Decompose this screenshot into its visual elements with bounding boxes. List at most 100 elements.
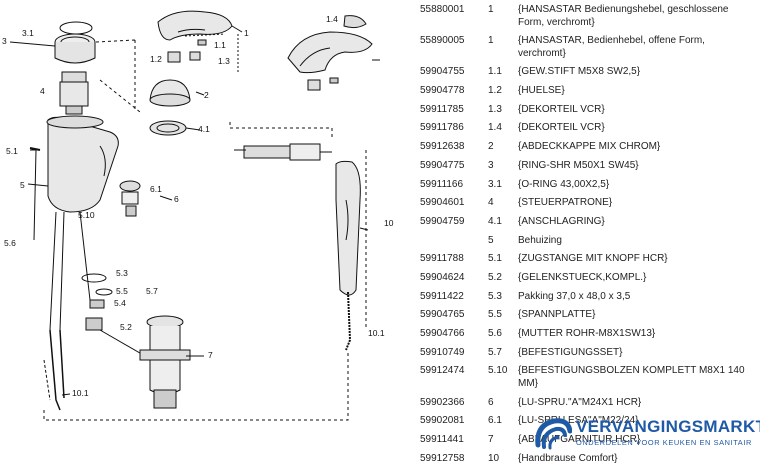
callout-5-5: 5.5 [116,286,128,296]
part-description: {GEW.STIFT M5X8 SW2,5} [518,66,641,78]
callout-10: 10 [384,218,394,228]
callout-2: 2 [204,90,209,100]
exploded-parts-diagram: 3.1 3 1.4 1 1.1 1.2 1.3 4 2 4.1 5.1 5 6.… [2,10,394,421]
lever-closed-shape [157,10,233,41]
brand-logo-block: VERVANGINGSMARKT ONDERDELEN VOOR KEUKEN … [532,415,760,453]
parts-row: 55890005 1 {HANSASTAR, Bedienhebel, offene… [420,35,760,60]
callout-1-1: 1.1 [214,40,226,50]
position-number: 4.1 [488,215,502,227]
callout-1-3: 1.3 [218,56,230,66]
part-number: 59904775 [420,159,465,171]
position-number: 1 [488,35,494,47]
callout-5: 5 [20,180,25,190]
callout-1-4: 1.4 [326,14,338,24]
part-description: {ANSCHLAGRING} [518,215,605,227]
callout-6: 6 [174,194,179,204]
position-number: 4 [488,197,494,209]
brand-tagline: ONDERDELEN VOOR KEUKEN EN SANITAIR [576,438,752,447]
parts-row: 59911422 5.3 Pakking 37,0 x 48,0 x 3,5 [420,291,760,304]
position-number: 1.2 [488,85,502,97]
callout-4-1: 4.1 [198,124,210,134]
parts-row: 59904759 4.1 {ANSCHLAGRING} [420,216,760,229]
position-number: 5.1 [488,253,502,265]
part-description: {DEKORTEIL VCR} [518,122,605,134]
part-description: {HANSASTAR, Bedienhebel, offene Form, ve… [518,35,705,59]
position-number: 5.5 [488,309,502,321]
position-number: 1.1 [488,66,502,78]
part-description: {ABLAUFGARNITUR HCR} [518,433,641,445]
position-number: 5.2 [488,271,502,283]
part-number: 59911785 [420,103,464,115]
part-number: 59904624 [420,271,465,283]
parts-row: 55880001 1 {HANSASTAR Bedienungshebel, ges… [420,4,760,29]
part-description: {LU-SPRU."A"M24X1 HCR} [518,396,642,408]
callout-5-3: 5.3 [116,268,128,278]
part-number: 59904601 [420,197,465,209]
brand-name: VERVANGINGSMARKT [576,417,760,436]
part-description: {BEFESTIGUNGSSET} [518,346,623,358]
callout-3: 3 [2,36,7,46]
part-description: {O-RING 43,00X2,5} [518,178,610,190]
part-number [420,235,488,248]
lever-open-shape [287,31,373,74]
part-number: 59912474 [420,365,465,377]
part-number: 59902081 [420,415,465,427]
position-number: 6 [488,396,494,408]
part-number: 59904759 [420,215,465,227]
position-number: 1 [488,4,494,15]
parts-row: 59902081 6.1 {LU-SPRU.ESA"A"M22/24} [420,415,760,428]
part-description: {DEKORTEIL VCR} [518,103,605,115]
part-number: 55880001 [420,4,465,15]
position-number: 6.1 [488,415,502,427]
part-description: {GELENKSTUECK,KOMPL.} [518,271,647,283]
parts-row: 5 Behuizing [420,235,760,248]
position-number: 1.4 [488,122,502,134]
position-number: 3.1 [488,178,502,190]
callout-10-1-hose: 10.1 [72,388,89,398]
position-number: 5.6 [488,328,502,339]
position-number: 5 [488,234,494,246]
callout-1: 1 [244,28,249,38]
part-description: {HANSASTAR Bedienungshebel, geschlossene… [518,4,729,28]
callout-7: 7 [208,350,213,360]
callout-5-2: 5.2 [120,322,132,332]
part-description: {BEFESTIGUNGSBOLZEN KOMPLETT M8X1 140 MM… [518,365,745,389]
part-number: 59912638 [420,141,465,153]
part-description: Pakking 37,0 x 48,0 x 3,5 [518,290,631,302]
callout-3-1: 3.1 [22,28,34,38]
parts-row: 59911785 1.3 {DEKORTEIL VCR} [420,104,760,117]
position-number: 5.3 [488,290,502,302]
part-description: {SPANNPLATTE} [518,309,596,321]
part-description: {LU-SPRU.ESA"A"M22/24} [518,415,639,427]
callout-10-1-shower: 10.1 [368,328,385,338]
callout-5-4: 5.4 [114,298,126,308]
part-number: 59911422 [420,290,464,302]
callout-5-10: 5.10 [78,210,95,220]
part-number: 59904755 [420,66,465,78]
callout-5-7: 5.7 [146,286,158,296]
brand-swirl-icon [535,418,572,450]
faucet-body-shape [47,116,119,213]
part-description: {RING-SHR M50X1 SW45} [518,159,639,171]
parts-row: 59904624 5.2 {GELENKSTUECK,KOMPL.} [420,272,760,285]
callout-4: 4 [40,86,45,96]
part-number: 55890005 [420,35,465,47]
part-number: 59904765 [420,309,465,321]
part-description: Behuizing [518,234,562,246]
parts-list: 55880001 1 {HANSASTAR Bedienungshebel, ges… [420,4,760,471]
position-number: 1.3 [488,103,502,115]
part-description: {ZUGSTANGE MIT KNOPF HCR} [518,253,668,265]
part-number: 59904778 [420,85,465,97]
part-description: {MUTTER ROHR-M8X1SW13} [518,328,656,339]
callout-5-6: 5.6 [4,238,16,248]
